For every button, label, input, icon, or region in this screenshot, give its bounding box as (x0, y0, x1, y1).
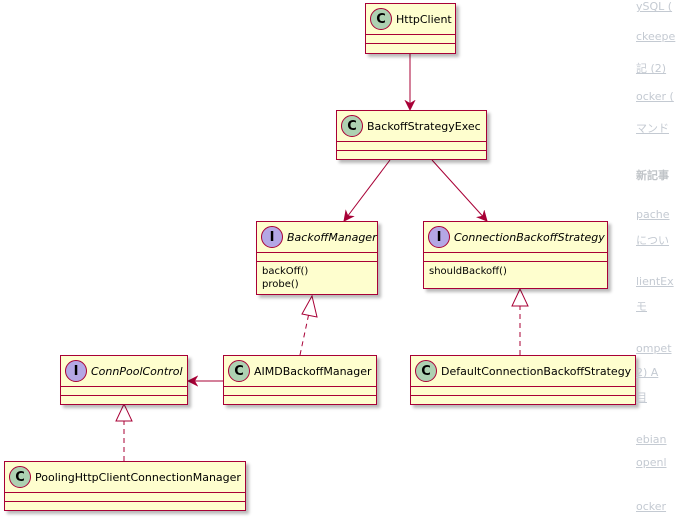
class-defaultconnectionbackoffstrategy: C DefaultConnectionBackoffStrategy (410, 355, 636, 405)
bg-fragment-heading: 新記事 (636, 169, 669, 182)
realization-arrowhead (115, 402, 133, 422)
class-icon: C (228, 360, 250, 382)
interface-name: ConnectionBackoffStrategy (454, 230, 605, 244)
bg-fragment-link[interactable]: ckeepe (636, 30, 676, 43)
class-name: PoolingHttpClientConnectionManager (35, 470, 241, 484)
bg-fragment-link[interactable]: ebian (636, 433, 667, 446)
attributes-compartment (411, 387, 635, 396)
methods-compartment: shouldBackoff() (424, 262, 607, 281)
interface-icon: I (65, 360, 87, 382)
class-name: BackoffStrategyExec (367, 119, 481, 133)
bg-fragment-link[interactable]: マンド (636, 122, 669, 135)
class-icon: C (9, 466, 31, 488)
interface-backoffmanager: I BackoffManager backOff() probe() (256, 221, 378, 295)
bg-fragment-link[interactable]: openl (636, 456, 667, 469)
class-name: AIMDBackoffManager (254, 364, 372, 378)
bg-fragment-link[interactable]: pache (636, 208, 670, 221)
attributes-compartment (337, 142, 486, 151)
bg-fragment-link[interactable]: 記 (2) (636, 62, 667, 75)
bg-fragment-link[interactable]: モ (636, 300, 647, 313)
interface-name: ConnPoolControl (91, 364, 183, 378)
class-backoffstrategyexec: C BackoffStrategyExec (336, 110, 487, 160)
attributes-compartment (257, 253, 377, 262)
bg-fragment-link[interactable]: lientEx (636, 275, 674, 288)
class-poolinghttpclientconnectionmanager: C PoolingHttpClientConnectionManager (4, 461, 246, 511)
interface-name: BackoffManager (287, 230, 377, 244)
bg-fragment-link[interactable]: ocker (636, 500, 667, 513)
attributes-compartment (424, 253, 607, 262)
bg-fragment-link[interactable]: につい (636, 234, 669, 247)
bg-fragment-link[interactable]: 目 (636, 391, 647, 404)
methods-compartment: backOff() probe() (257, 262, 377, 294)
method-probe: probe() (262, 279, 299, 290)
attributes-compartment (224, 387, 376, 396)
class-icon: C (370, 8, 392, 30)
realization-arrowhead (301, 294, 318, 318)
method-backoff: backOff() (262, 266, 309, 277)
class-httpclient: C HttpClient (365, 3, 456, 54)
realization-arrowhead (511, 287, 529, 307)
attributes-compartment (61, 387, 187, 396)
class-name: DefaultConnectionBackoffStrategy (441, 364, 632, 378)
class-icon: C (341, 115, 363, 137)
interface-connpoolcontrol: I ConnPoolControl (60, 355, 188, 405)
edge-backoffstrategyexec-to-connectionbackoffstrategy (431, 159, 487, 221)
edge-aimd-realizes-backoffmanager (299, 312, 310, 356)
class-icon: C (415, 360, 437, 382)
bg-fragment-link[interactable]: ompet (636, 342, 672, 355)
bg-fragment-link[interactable]: ySQL ( (636, 0, 673, 13)
bg-fragment-link[interactable]: ocker ( (636, 90, 674, 103)
class-name: HttpClient (396, 12, 452, 26)
interface-icon: I (261, 226, 283, 248)
interface-connectionbackoffstrategy: I ConnectionBackoffStrategy shouldBackof… (423, 221, 608, 289)
attributes-compartment (366, 35, 455, 44)
interface-icon: I (428, 226, 450, 248)
attributes-compartment (5, 493, 245, 502)
bg-fragment-link[interactable]: 2) A (636, 366, 659, 379)
edge-backoffstrategyexec-to-backoffmanager (344, 159, 391, 221)
method-shouldbackoff: shouldBackoff() (429, 266, 507, 277)
class-aimdbackoffmanager: C AIMDBackoffManager (223, 355, 377, 405)
